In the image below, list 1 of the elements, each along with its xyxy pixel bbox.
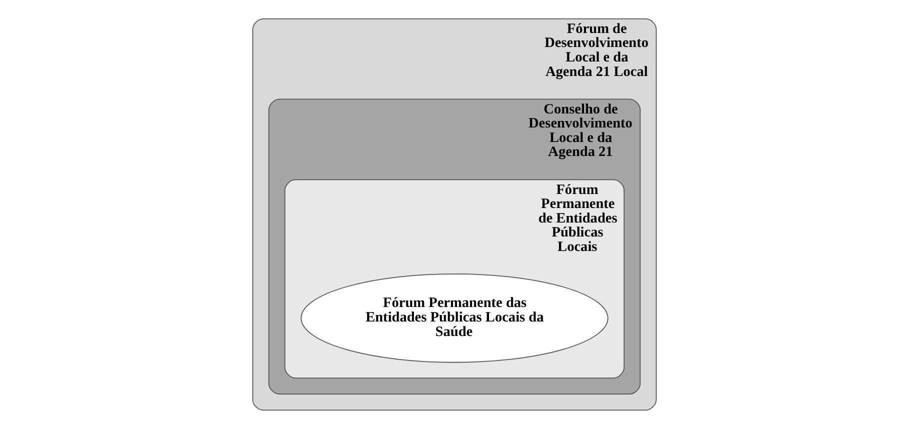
node-ellipse: Fórum Permanente das Entidades Públicas Locais da Saúde (300, 273, 608, 363)
